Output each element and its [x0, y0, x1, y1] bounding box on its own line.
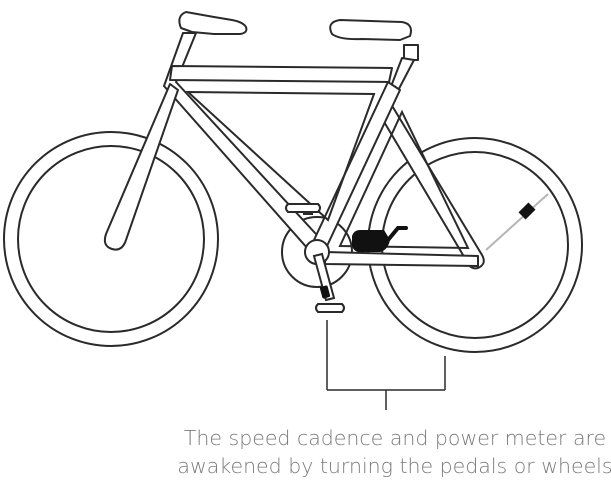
frame: [103, 32, 479, 267]
caption: The speed cadence and power meter are aw…: [160, 424, 611, 480]
crank: [285, 203, 345, 313]
spoke-sensor-icon: [518, 202, 536, 220]
caption-line-2: awakened by turning the pedals or wheels: [177, 454, 611, 478]
front-triangle: [185, 90, 470, 250]
bottom-bracket-sensor-icon: [352, 226, 408, 252]
caption-line-1: The speed cadence and power meter are: [183, 426, 607, 450]
saddle: [178, 11, 248, 35]
callout-bracket: [326, 320, 446, 410]
handlebar: [329, 19, 419, 61]
rear-wheel: [3, 131, 219, 347]
crank-sensor-icon: [319, 285, 331, 299]
spoke-sensor: [485, 193, 549, 251]
